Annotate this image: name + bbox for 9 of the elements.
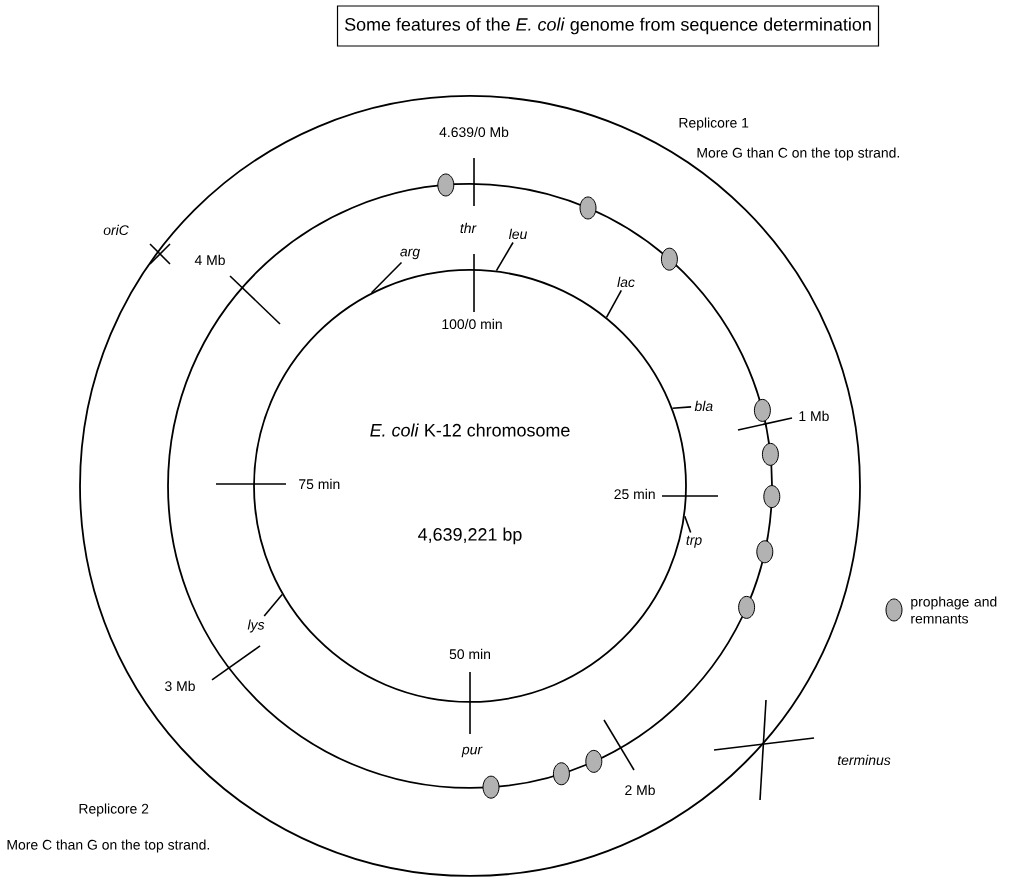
- leader-line: [263, 593, 283, 617]
- leader-line: [684, 515, 692, 534]
- leader-line: [370, 261, 403, 294]
- chromosome-label: E. coli K-12 chromosome: [370, 423, 570, 437]
- leader-line: [671, 406, 692, 410]
- chromosome-label: 4,639,221 bp: [418, 527, 522, 545]
- leader-line: [605, 289, 623, 319]
- leader-line: [495, 241, 514, 272]
- title-box: Some features of the E. coli genome from sequence determination: [336, 5, 880, 47]
